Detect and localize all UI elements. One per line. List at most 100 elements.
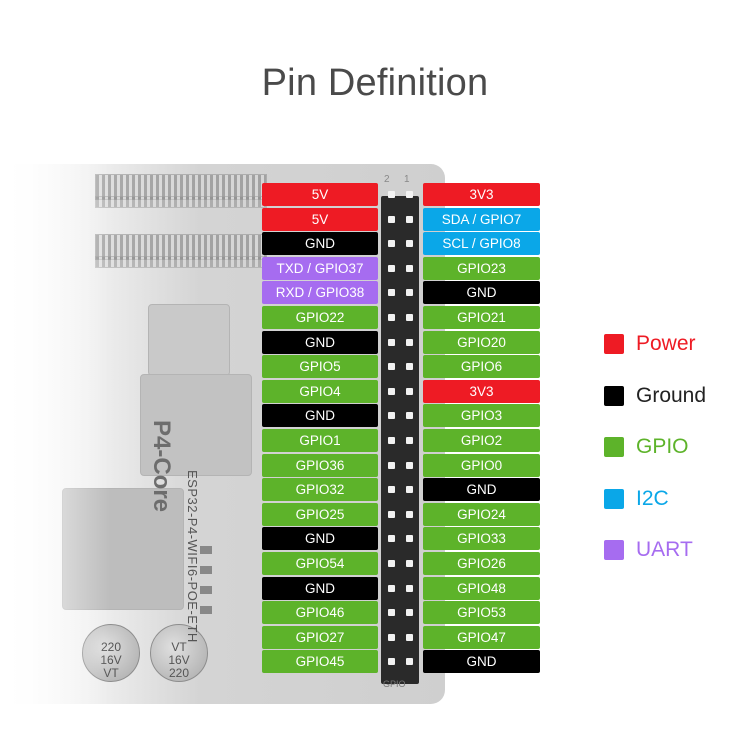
pin-label-left: 5V	[262, 207, 378, 231]
header-pin-hole	[406, 609, 413, 617]
core-module	[140, 374, 252, 476]
header-pin-hole	[388, 289, 395, 297]
header-pin-hole	[406, 535, 413, 543]
smd-component	[200, 566, 212, 574]
gpio-silkscreen: GPIO	[383, 679, 406, 689]
header-pin-hole	[406, 584, 413, 592]
pin-label-right: GPIO3	[423, 404, 540, 428]
pin-label-right: 3V3	[423, 379, 540, 403]
fpc-connector	[95, 234, 267, 260]
pin-number-label: 1	[404, 174, 410, 185]
pin-label-right: GPIO0	[423, 453, 540, 477]
pin-label-right: GPIO21	[423, 306, 540, 329]
pin-label-left: GPIO45	[262, 650, 378, 674]
legend-swatch	[604, 385, 624, 406]
pin-label-left: GPIO46	[262, 601, 378, 625]
pin-label-right: GPIO6	[423, 355, 540, 379]
header-pin-hole	[388, 609, 395, 617]
header-pin-hole	[388, 215, 395, 223]
legend-swatch	[604, 540, 624, 560]
fpc-connector	[95, 256, 267, 268]
pin-label-right: GPIO47	[423, 625, 540, 649]
pin-label-right: GPIO53	[423, 601, 540, 625]
header-pin-hole	[406, 412, 413, 420]
pin-label-right: GPIO24	[423, 502, 540, 526]
pin-label-left: GND	[262, 404, 378, 428]
pin-label-right: GPIO26	[423, 552, 540, 575]
pin-label-left: TXD / GPIO37	[262, 256, 378, 280]
fpc-connector	[95, 196, 267, 208]
pin-label-left: GPIO32	[262, 478, 378, 502]
header-pin-hole	[388, 314, 395, 321]
ic-chip	[148, 304, 230, 376]
pin-label-right: SCL / GPIO8	[423, 232, 540, 256]
header-pin-hole	[388, 633, 395, 641]
legend-swatch	[604, 488, 624, 509]
pin-label-right: GND	[423, 650, 540, 674]
header-pin-hole	[406, 191, 413, 198]
pin-label-right: SDA / GPIO7	[423, 207, 540, 231]
capacitor: VT 16V 220	[150, 624, 208, 682]
board-fade	[0, 164, 110, 704]
gpio-header	[381, 196, 419, 684]
legend-label: I2C	[636, 486, 669, 510]
header-pin-hole	[406, 658, 413, 666]
header-pin-hole	[388, 560, 395, 567]
header-pin-hole	[388, 658, 395, 666]
pin-label-right: GPIO20	[423, 330, 540, 354]
header-pin-hole	[388, 363, 395, 371]
header-pin-hole	[388, 510, 395, 518]
header-pin-hole	[388, 387, 395, 395]
legend-label: UART	[636, 538, 693, 561]
pin-label-right: GPIO48	[423, 576, 540, 600]
pin-label-right: GND	[423, 281, 540, 305]
pin-label-left: GPIO36	[262, 453, 378, 477]
page-title: Pin Definition	[261, 62, 489, 104]
pin-label-left: RXD / GPIO38	[262, 281, 378, 305]
header-pin-hole	[388, 486, 395, 494]
header-pin-hole	[406, 461, 413, 469]
header-pin-hole	[406, 633, 413, 641]
header-pin-hole	[406, 363, 413, 371]
header-pin-hole	[406, 240, 413, 248]
header-pin-hole	[388, 535, 395, 543]
header-pin-hole	[388, 437, 395, 444]
header-pin-hole	[406, 314, 413, 321]
board-model-label: ESP32-P4-WIFI6-POE-ETH	[185, 470, 200, 643]
header-pin-hole	[388, 240, 395, 248]
pin-label-left: GPIO27	[262, 625, 378, 649]
legend-swatch	[604, 334, 624, 354]
header-pin-hole	[388, 338, 395, 346]
pin-label-left: GPIO54	[262, 552, 378, 575]
pin-label-right: GPIO33	[423, 527, 540, 551]
pin-label-left: GPIO1	[262, 429, 378, 452]
pin-label-right: GPIO23	[423, 256, 540, 280]
core-module-label: P4-Core	[148, 420, 175, 513]
legend-label: Ground	[636, 383, 707, 407]
header-pin-hole	[406, 338, 413, 346]
legend-label: Power	[636, 332, 696, 355]
header-pin-hole	[406, 264, 413, 272]
header-pin-hole	[388, 584, 395, 592]
smd-component	[200, 606, 212, 614]
header-pin-hole	[388, 412, 395, 420]
pin-label-left: GPIO4	[262, 379, 378, 403]
pin-label-left: GPIO25	[262, 502, 378, 526]
smd-component	[200, 546, 212, 554]
pin-label-right: GND	[423, 478, 540, 502]
header-pin-hole	[388, 264, 395, 272]
pin-label-left: 5V	[262, 183, 378, 206]
header-pin-hole	[406, 387, 413, 395]
header-pin-hole	[406, 510, 413, 518]
pin-label-left: GPIO22	[262, 306, 378, 329]
header-pin-hole	[406, 289, 413, 297]
pin-label-left: GND	[262, 527, 378, 551]
capacitor-label: VT 16V 220	[168, 640, 190, 680]
pin-label-right: 3V3	[423, 183, 540, 206]
header-pin-hole	[406, 486, 413, 494]
header-pin-hole	[406, 560, 413, 567]
board-photo: 220 16V VT VT 16V 220	[0, 164, 445, 704]
pin-label-left: GND	[262, 330, 378, 354]
pin-label-right: GPIO2	[423, 429, 540, 452]
pin-number-label: 2	[384, 174, 390, 185]
